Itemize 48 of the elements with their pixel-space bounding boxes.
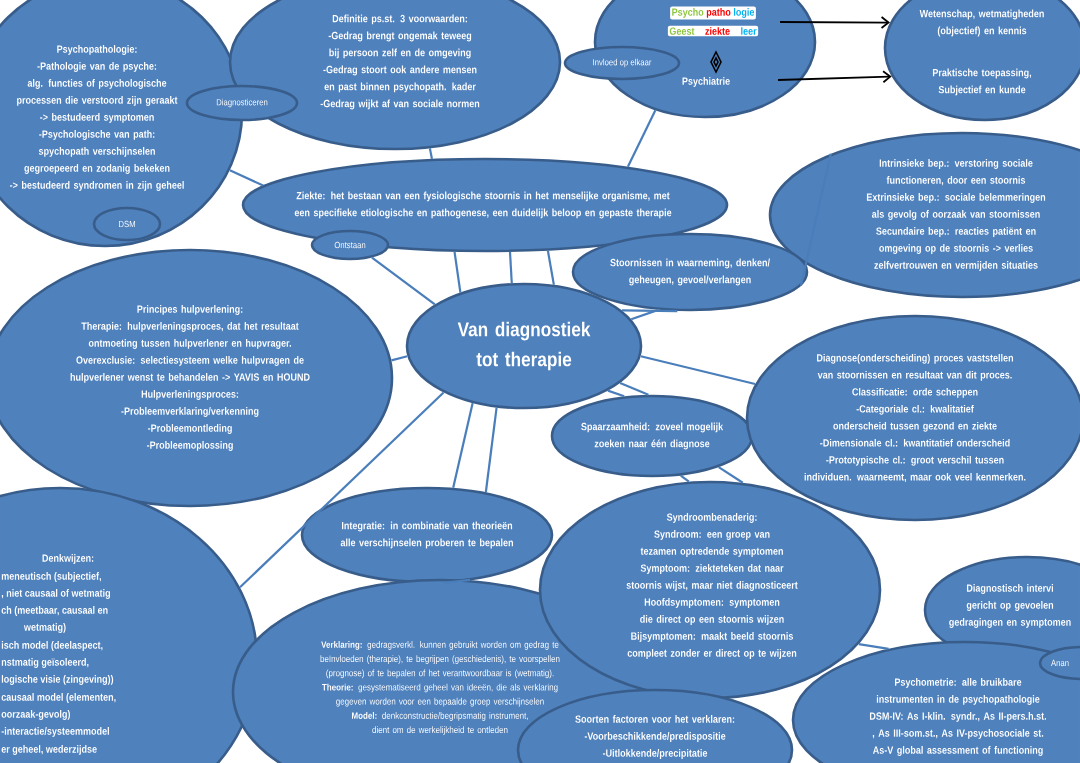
connector-line — [619, 381, 649, 396]
node-label: ziekte — [705, 27, 730, 35]
node-label: meneutisch (subjectief, — [1, 572, 101, 582]
node-label: -interactie/systeemmodel — [1, 727, 109, 737]
connector-line — [626, 109, 657, 168]
node-label: DSM-IV: As I-klin. syndr., As II-pers.h.st. , As III-som.st., As IV-psychosociale st. As-V global assessment of functioning — [869, 712, 1047, 756]
node-label: wetmatig) — [23, 623, 66, 633]
node-label: -Voorbeschikkende/predispositie — [584, 732, 726, 742]
node-label: logie — [733, 8, 755, 18]
connector-line — [452, 402, 474, 488]
node-label: logische visie (zingeving)) — [1, 675, 114, 685]
node-label: patho — [706, 8, 731, 18]
connector-line — [229, 169, 264, 187]
node-label: nstmatig geïsoleerd, — [1, 658, 89, 668]
connector-line — [858, 643, 889, 650]
connector-line — [607, 389, 625, 398]
node-label: isch model (deelaspect, — [1, 641, 103, 651]
connector-line — [508, 252, 513, 284]
connector-line — [718, 466, 744, 484]
node-label: Psychiatrie — [682, 77, 730, 87]
node-label: causaal model (elementen, — [1, 693, 116, 703]
connector-line — [391, 355, 408, 362]
node-label: Psycho — [672, 8, 704, 18]
node-label: Denkwijzen: — [42, 554, 94, 564]
connector-line — [453, 251, 462, 293]
node-label: oorzaak-gevolg) — [1, 710, 70, 720]
connector-line — [640, 355, 756, 386]
connector-line — [799, 153, 832, 286]
connector-line — [546, 250, 555, 285]
arrow — [779, 16, 890, 29]
connector-line — [484, 407, 498, 493]
node-label: leer — [741, 27, 757, 35]
connector-line — [428, 148, 433, 160]
node-label: Soorten factoren voor het verklaren: — [575, 715, 735, 723]
arrow — [777, 70, 892, 84]
node-label: Diagnostisch intervi gericht op gevoelen gedragingen en symptomen — [949, 584, 1071, 628]
connector-line — [239, 391, 445, 589]
connector-line — [444, 578, 471, 584]
node-label: er geheel, wederzijdse — [1, 745, 97, 755]
connector-line — [371, 256, 436, 306]
connector-line — [680, 474, 690, 483]
node-label: ch (meetbaar, causaal en — [1, 606, 108, 616]
node-label: Geest — [669, 27, 695, 35]
node-label: Anan — [1050, 659, 1069, 667]
connector-line — [630, 308, 659, 321]
node-label: , niet causaal of wetmatig — [1, 589, 110, 599]
node-label: -Uitlokkende/precipitatie — [602, 749, 708, 759]
connector-line — [621, 309, 678, 313]
